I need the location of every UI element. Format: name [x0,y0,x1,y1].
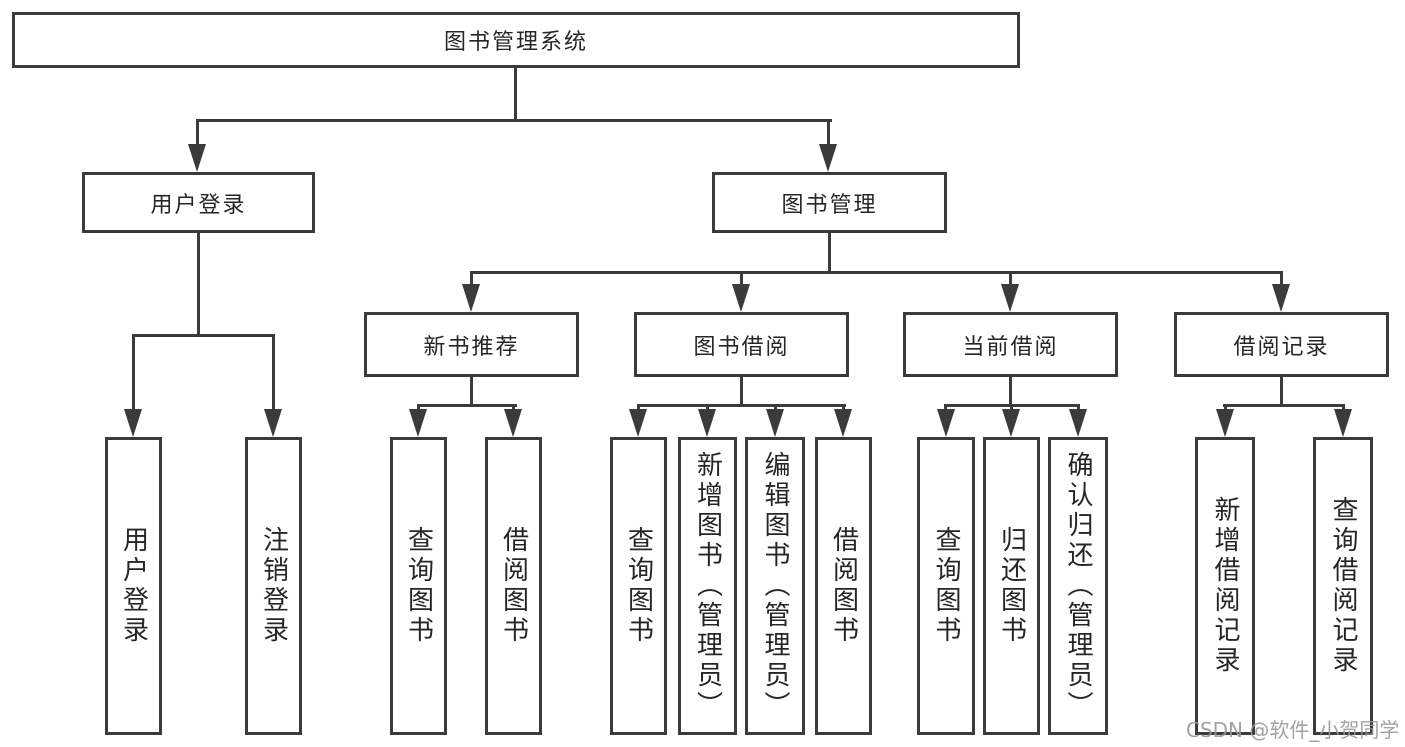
connector-line [1342,404,1345,412]
node-label: 新书推荐 [423,334,520,360]
leaf-label: 确认归还（管理员） [1063,451,1093,721]
leaf-label: 新增图书（管理员） [692,451,723,721]
arrow-down-icon [1334,409,1352,437]
connector-line [1077,404,1080,412]
arrow-down-icon [264,409,282,437]
arrow-down-icon [834,409,852,437]
arrow-down-icon [698,409,716,437]
connector-line [637,404,846,407]
leaf-label: 查询借阅记录 [1328,496,1358,676]
arrow-down-icon [1272,284,1290,312]
arrow-down-icon [732,284,750,312]
leaf-query-borrow-record: 查询借阅记录 [1313,437,1373,735]
node-book-management: 图书管理 [712,172,947,233]
connector-line [512,404,515,412]
arrow-down-icon [188,144,206,172]
leaf-label: 查询图书 [403,526,434,646]
connector-line [740,377,743,407]
node-new-book-recommendation: 新书推荐 [364,312,579,377]
leaf-query-books-current: 查询图书 [917,437,975,735]
connector-line [197,233,200,337]
connector-line [1009,271,1012,287]
leaf-user-login: 用户登录 [105,437,162,735]
leaf-borrow-books: 借阅图书 [815,437,872,735]
leaf-edit-book-admin: 编辑图书（管理员） [745,437,805,735]
arrow-down-icon [1216,409,1234,437]
watermark: CSDN @软件_小贺同学 [1186,718,1400,742]
arrow-down-icon [1002,409,1020,437]
leaf-confirm-return-admin: 确认归还（管理员） [1048,437,1108,735]
connector-line [827,119,830,149]
node-label: 图书管理 [781,192,878,218]
arrow-down-icon [409,409,427,437]
arrow-down-icon [766,409,784,437]
connector-line [842,404,845,412]
connector-line [637,404,640,412]
node-user-login: 用户登录 [82,172,315,233]
leaf-label: 归还图书 [996,526,1027,646]
leaf-label: 借阅图书 [498,526,529,646]
connector-line [828,233,831,274]
arrow-down-icon [462,284,480,312]
leaf-label: 查询图书 [623,526,654,646]
connector-line [1224,404,1227,412]
leaf-add-borrow-record: 新增借阅记录 [1195,437,1255,735]
arrow-down-icon [937,409,955,437]
node-label: 借阅记录 [1233,334,1330,360]
connector-line [1009,377,1012,407]
connector-line [514,68,517,122]
connector-line [706,404,709,412]
arrow-down-icon [504,409,522,437]
connector-line [740,271,743,287]
connector-line [196,119,832,122]
node-label: 用户登录 [150,192,247,218]
leaf-borrow-books-recommend: 借阅图书 [485,437,542,735]
leaf-label: 用户登录 [118,526,149,646]
connector-line [1223,404,1345,407]
connector-line [1280,377,1283,407]
leaf-label: 编辑图书（管理员） [760,451,790,721]
leaf-label: 查询图书 [931,526,961,646]
connector-line [196,119,199,149]
node-borrowing-records: 借阅记录 [1174,312,1389,377]
arrow-down-icon [1001,284,1019,312]
node-book-borrowing: 图书借阅 [634,312,849,377]
leaf-query-books-borrow: 查询图书 [610,437,667,735]
node-label: 图书借阅 [693,334,790,360]
node-library-system: 图书管理系统 [12,12,1020,68]
connector-line [417,404,517,407]
connector-line [470,271,473,287]
arrow-down-icon [1069,409,1087,437]
connector-line [774,404,777,412]
arrow-down-icon [629,409,647,437]
connector-line [417,404,420,412]
connector-line [1010,404,1013,412]
connector-line [272,334,275,412]
leaf-label: 新增借阅记录 [1210,496,1240,676]
leaf-add-book-admin: 新增图书（管理员） [678,437,737,735]
arrow-down-icon [124,409,142,437]
node-label: 图书管理系统 [443,30,588,55]
leaf-logout: 注销登录 [245,437,302,735]
node-label: 当前借阅 [962,334,1059,360]
arrow-down-icon [819,144,837,172]
connector-line [470,271,1283,274]
connector-line [132,334,275,337]
leaf-return-books: 归还图书 [983,437,1040,735]
leaf-label: 注销登录 [258,526,289,646]
leaf-label: 借阅图书 [828,526,859,646]
leaf-query-books-recommend: 查询图书 [390,437,447,735]
connector-line [470,377,473,407]
connector-line [944,404,947,412]
node-current-borrowing: 当前借阅 [903,312,1118,377]
connector-line [132,334,135,412]
connector-line [1280,271,1283,287]
